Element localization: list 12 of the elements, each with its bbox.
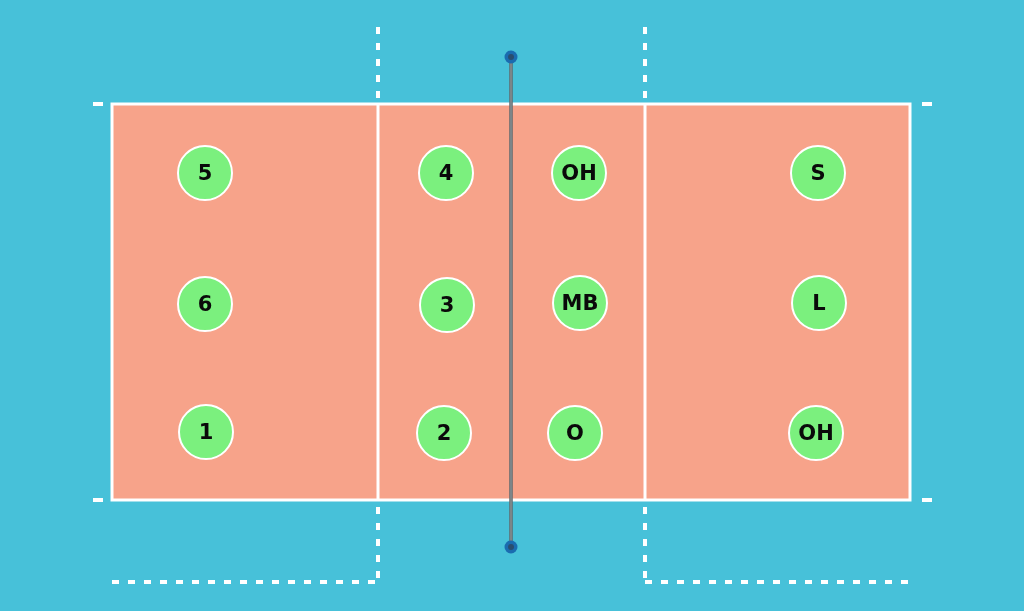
position-label: OH <box>798 422 834 444</box>
position-label: 1 <box>198 421 214 443</box>
position-label: 6 <box>197 293 213 315</box>
position-label: 5 <box>197 162 213 184</box>
position-label: 3 <box>439 294 455 316</box>
position-label: OH <box>561 162 597 184</box>
position-label: L <box>812 292 826 314</box>
position-label: 2 <box>436 422 452 444</box>
position-label: MB <box>561 292 599 314</box>
position-label: S <box>810 162 826 184</box>
position-label: O <box>566 422 584 444</box>
position-label: 4 <box>438 162 454 184</box>
